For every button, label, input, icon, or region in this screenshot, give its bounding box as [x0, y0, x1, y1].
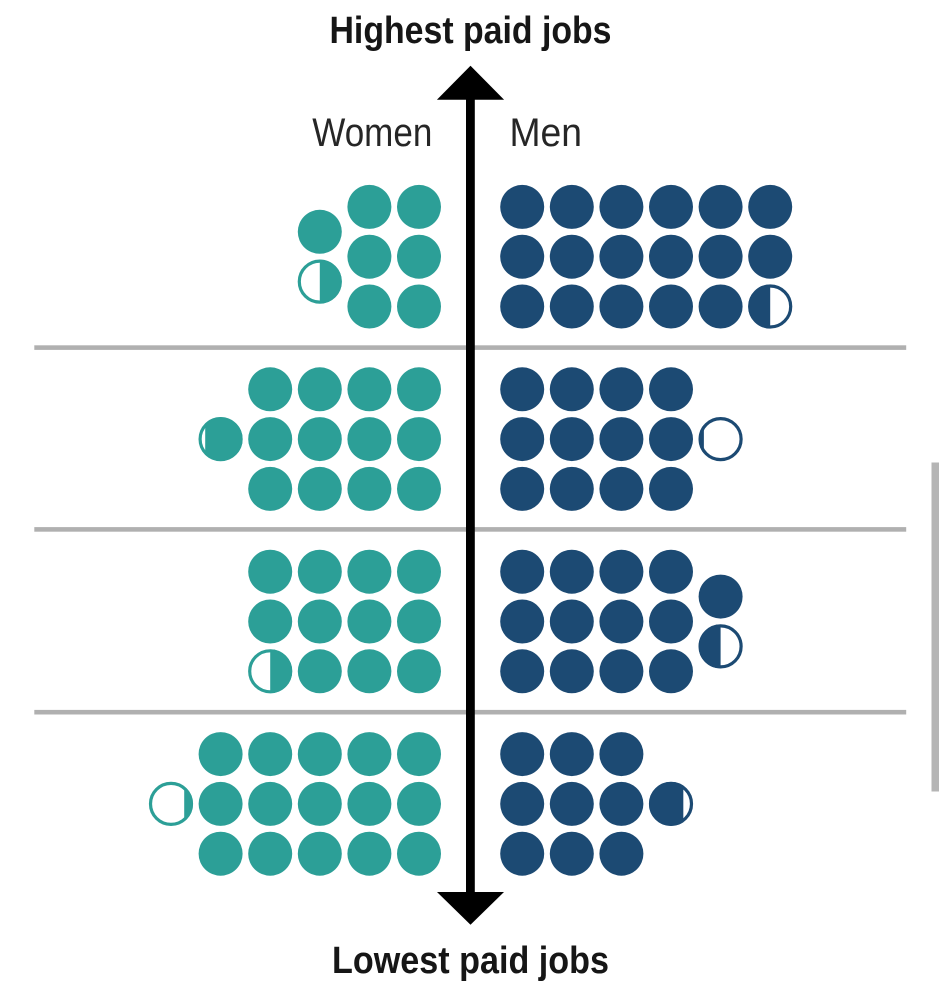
svg-text:Men: Men — [510, 111, 583, 155]
svg-text:Highest paid jobs: Highest paid jobs — [330, 10, 612, 52]
svg-text:Women: Women — [312, 111, 432, 155]
svg-text:Lowest paid jobs: Lowest paid jobs — [332, 940, 609, 982]
